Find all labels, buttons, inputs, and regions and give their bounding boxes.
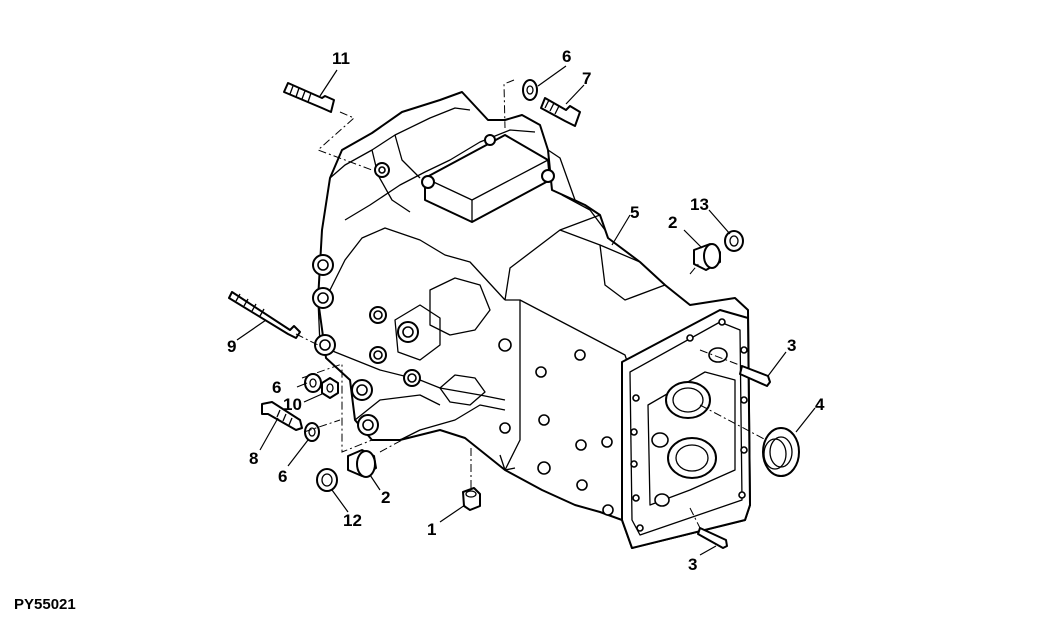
- assembly-centerlines: [295, 79, 767, 529]
- bushing-part-2-upper: [693, 243, 721, 271]
- transmission-housing: [312, 91, 751, 549]
- callout-12: 12: [343, 511, 362, 530]
- washer-part-6-lower: [304, 422, 320, 442]
- seal-part-13: [724, 230, 744, 252]
- stud-part-11: [283, 82, 335, 113]
- callout-labels: 11 6 7 13 2 5 9 3 6 10 4 8 6 2 12 1 3: [227, 47, 825, 574]
- figure-id: PY55021: [14, 596, 76, 613]
- callout-6: 6: [278, 467, 287, 486]
- callout-11: 11: [332, 49, 350, 68]
- stud-part-9: [228, 291, 301, 339]
- callout-9: 9: [227, 337, 236, 356]
- leader-lines: [236, 65, 816, 556]
- drain-plug-part-1: [462, 487, 481, 511]
- washer-part-6-top: [522, 79, 538, 101]
- callout-2: 2: [668, 213, 677, 232]
- seal-part-12: [316, 468, 338, 492]
- bolt-part-8: [261, 401, 303, 431]
- callout-3: 3: [787, 336, 796, 355]
- callout-10: 10: [283, 395, 302, 414]
- callout-4: 4: [815, 395, 825, 414]
- callout-6: 6: [272, 378, 281, 397]
- callout-1: 1: [427, 520, 436, 539]
- callout-2: 2: [381, 488, 390, 507]
- callout-7: 7: [582, 69, 591, 88]
- callout-13: 13: [690, 195, 709, 214]
- oil-seal-part-4: [762, 427, 800, 477]
- bushing-part-2-lower: [347, 449, 377, 478]
- nut-part-10: [321, 377, 339, 399]
- dowel-pin-part-3-lower: [697, 527, 728, 549]
- callout-8: 8: [249, 449, 258, 468]
- bolt-part-7: [540, 97, 581, 127]
- dowel-pin-part-3-upper: [739, 365, 771, 387]
- washer-part-6-middle: [304, 373, 322, 393]
- callout-6: 6: [562, 47, 571, 66]
- callout-3: 3: [688, 555, 697, 574]
- callout-5: 5: [630, 203, 639, 222]
